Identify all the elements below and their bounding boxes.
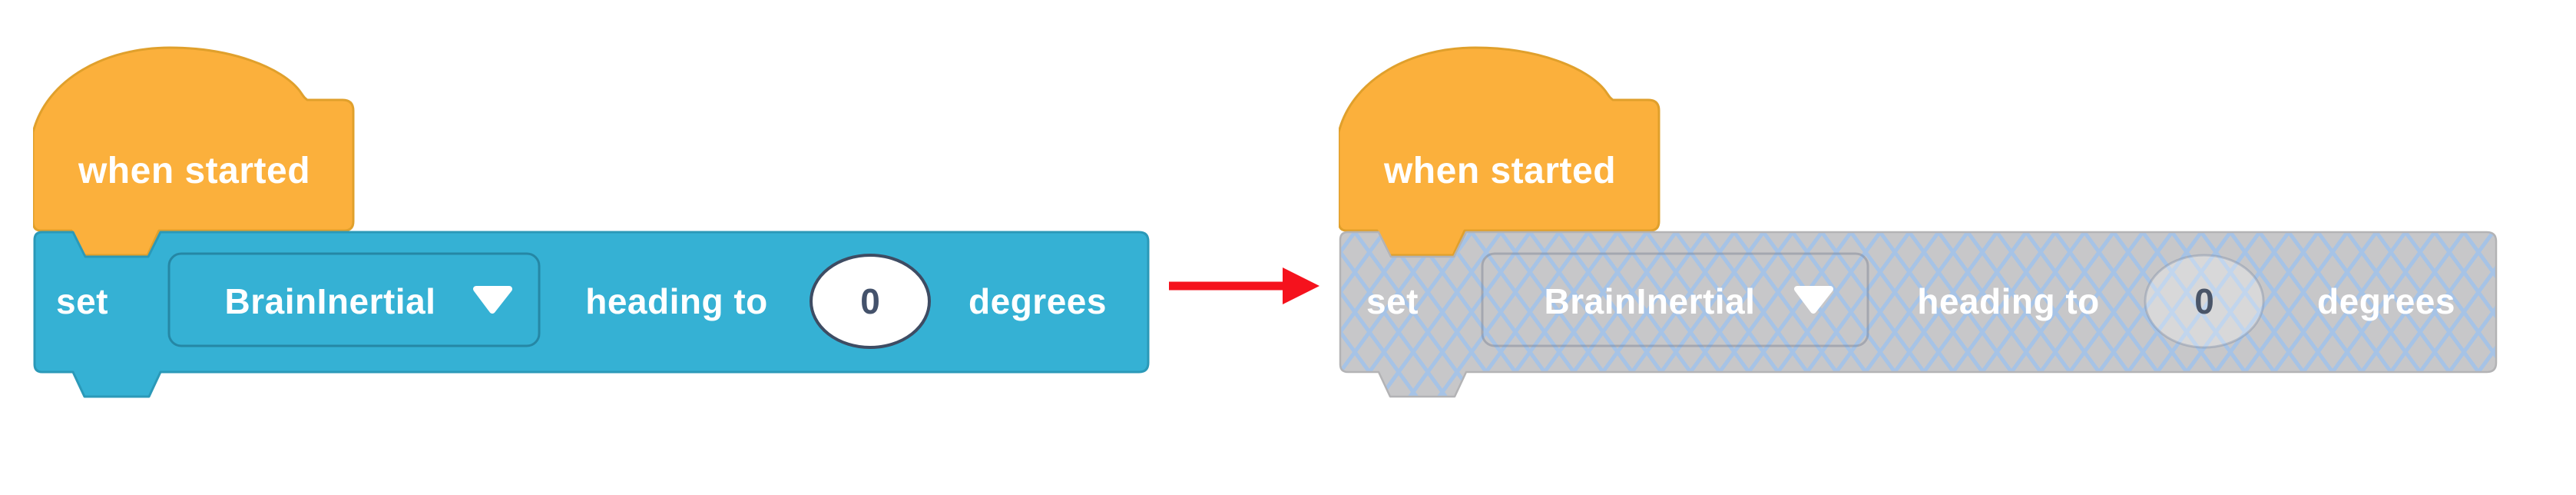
heading-value-input-disabled	[2144, 254, 2265, 349]
set-label: set	[56, 281, 108, 321]
device-dropdown-value: BrainInertial	[225, 281, 436, 321]
heading-value: 0	[2194, 281, 2214, 321]
hat-block-label: when started	[78, 151, 310, 191]
arrow-head-icon	[1283, 267, 1319, 304]
device-dropdown-value: BrainInertial	[1545, 281, 1756, 321]
transition-arrow	[1169, 267, 1319, 304]
caret-down-icon	[1794, 286, 1833, 314]
when-started-hat-block[interactable]	[33, 46, 355, 257]
heading-value-input[interactable]	[810, 254, 931, 349]
heading-value: 0	[860, 281, 880, 321]
device-dropdown[interactable]	[167, 252, 541, 347]
device-dropdown-disabled	[1481, 252, 1869, 347]
script-before: when started set BrainInertial heading t…	[33, 46, 1150, 398]
hat-block-label: when started	[1383, 151, 1616, 191]
degrees-label: degrees	[968, 281, 1107, 321]
set-label: set	[1366, 281, 1419, 321]
set-heading-block-disabled	[1339, 231, 2498, 398]
heading-to-label: heading to	[585, 281, 768, 321]
heading-to-label: heading to	[1917, 281, 2100, 321]
script-after: when started set BrainInertial heading t…	[1339, 46, 2498, 398]
degrees-label: degrees	[2317, 281, 2455, 321]
when-started-hat-block-disabled-script[interactable]	[1339, 46, 1660, 257]
caret-down-icon	[473, 286, 512, 314]
